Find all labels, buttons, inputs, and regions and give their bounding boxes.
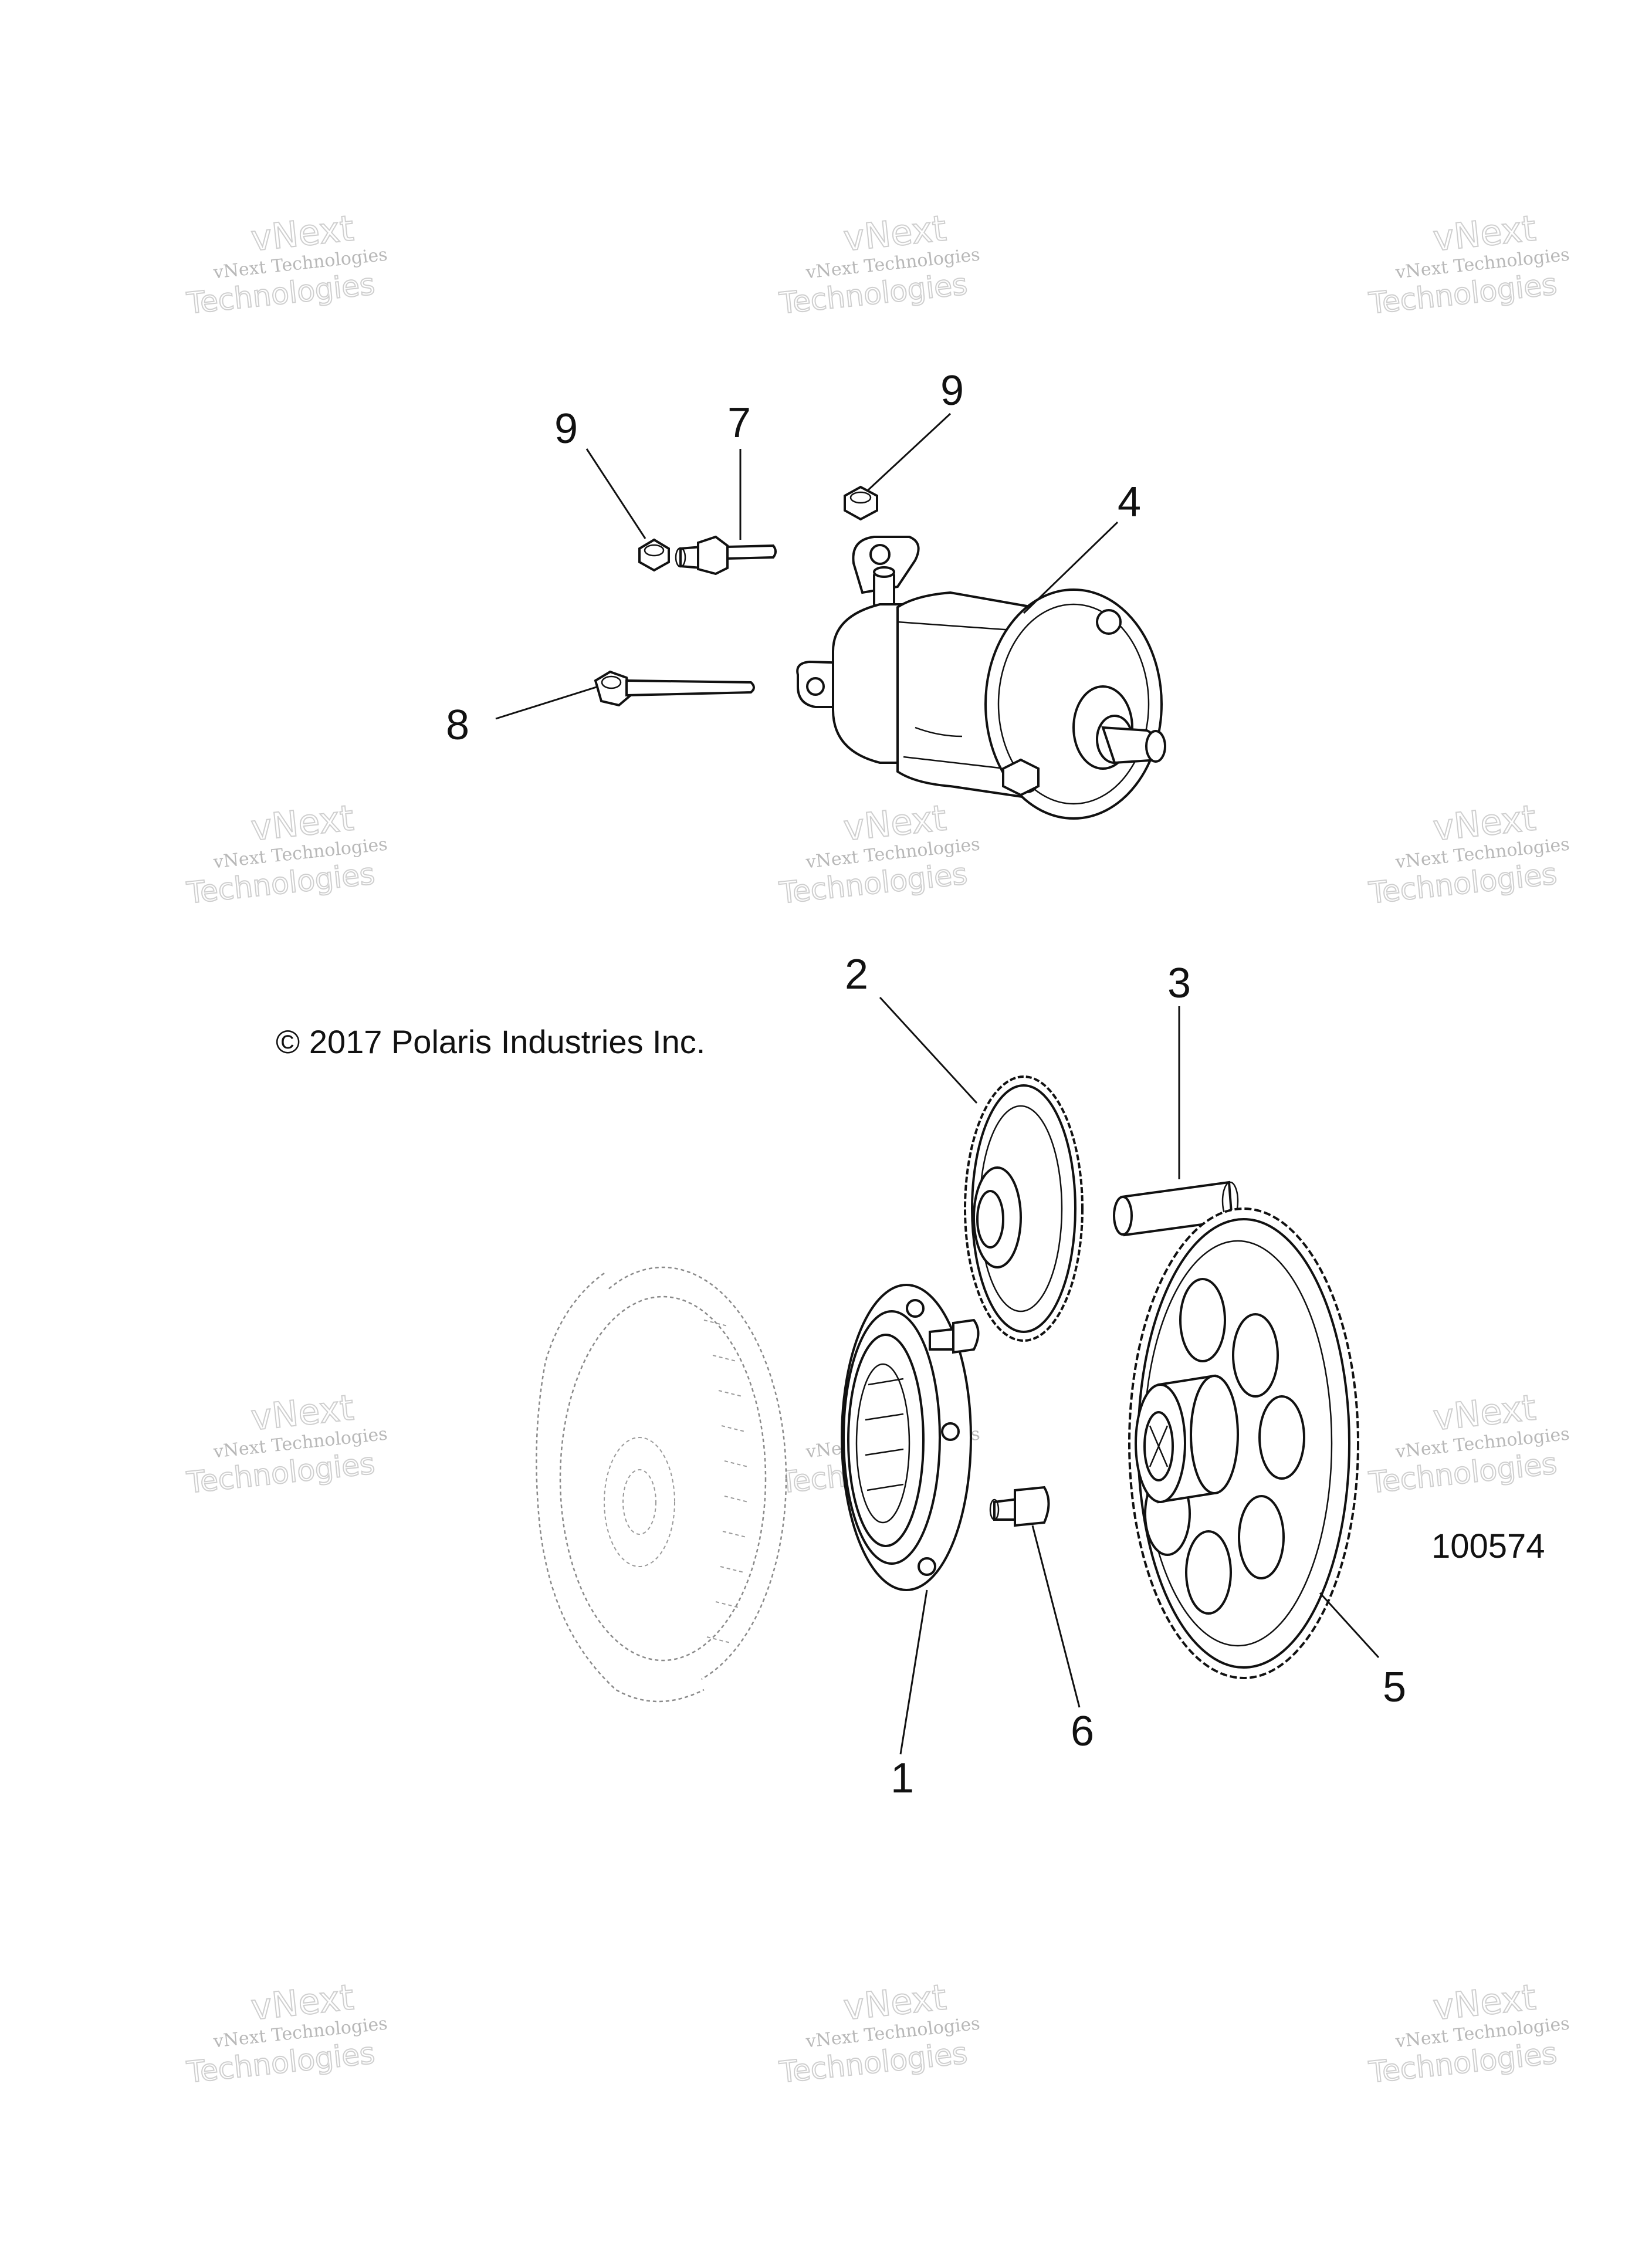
watermark: vNext vNext Technologies Technologies [184,1976,388,2090]
callout-5: 5 [1383,1664,1406,1711]
part-4-starter-motor [796,536,1166,820]
callout-3: 3 [1167,960,1191,1007]
flywheel-reference [536,1266,787,1703]
part-7-bolt-short [675,535,777,576]
callout-9-left: 9 [554,405,578,452]
callout-7: 7 [727,400,751,446]
callout-1: 1 [891,1755,914,1802]
watermark: vNext vNext Technologies Technologies [1366,797,1570,911]
part-6-bolt-lower [989,1486,1050,1527]
part-2-idler-gear [964,1075,1084,1342]
watermark: vNext vNext Technologies Technologies [777,207,981,321]
leader-lines [495,412,1380,1755]
callout-6: 6 [1071,1708,1094,1755]
copyright-notice: © 2017 Polaris Industries Inc. [276,1023,705,1060]
part-8-bolt-long [594,670,755,707]
watermark: vNext vNext Technologies Technologies [184,1386,388,1500]
watermark: vNext vNext Technologies Technologies [184,207,388,321]
watermark: vNext vNext Technologies Technologies [1366,1976,1570,2090]
part-9-nut-left [638,538,670,572]
drawing-number: 100574 [1431,1527,1545,1565]
part-1-starter-clutch [841,1284,972,1591]
part-9-nut-right [844,485,878,521]
callout-labels: 9 7 9 4 8 2 3 5 6 1 [446,367,1406,1802]
watermark: vNext vNext Technologies Technologies [777,797,981,911]
watermark: vNext vNext Technologies Technologies [184,797,388,911]
part-5-driven-gear [1128,1207,1359,1679]
callout-2: 2 [845,951,868,998]
watermark: vNext vNext Technologies Technologies [777,1976,981,2090]
callout-9-right: 9 [940,367,964,414]
callout-4: 4 [1118,479,1141,526]
part-6-bolt-upper [929,1318,980,1354]
callout-8: 8 [446,702,469,749]
watermark: vNext vNext Technologies Technologies [1366,207,1570,321]
watermark: vNext vNext Technologies Technologies [1366,1386,1570,1500]
watermark-grid: vNext vNext Technologies Technologies vN… [184,207,1570,2090]
